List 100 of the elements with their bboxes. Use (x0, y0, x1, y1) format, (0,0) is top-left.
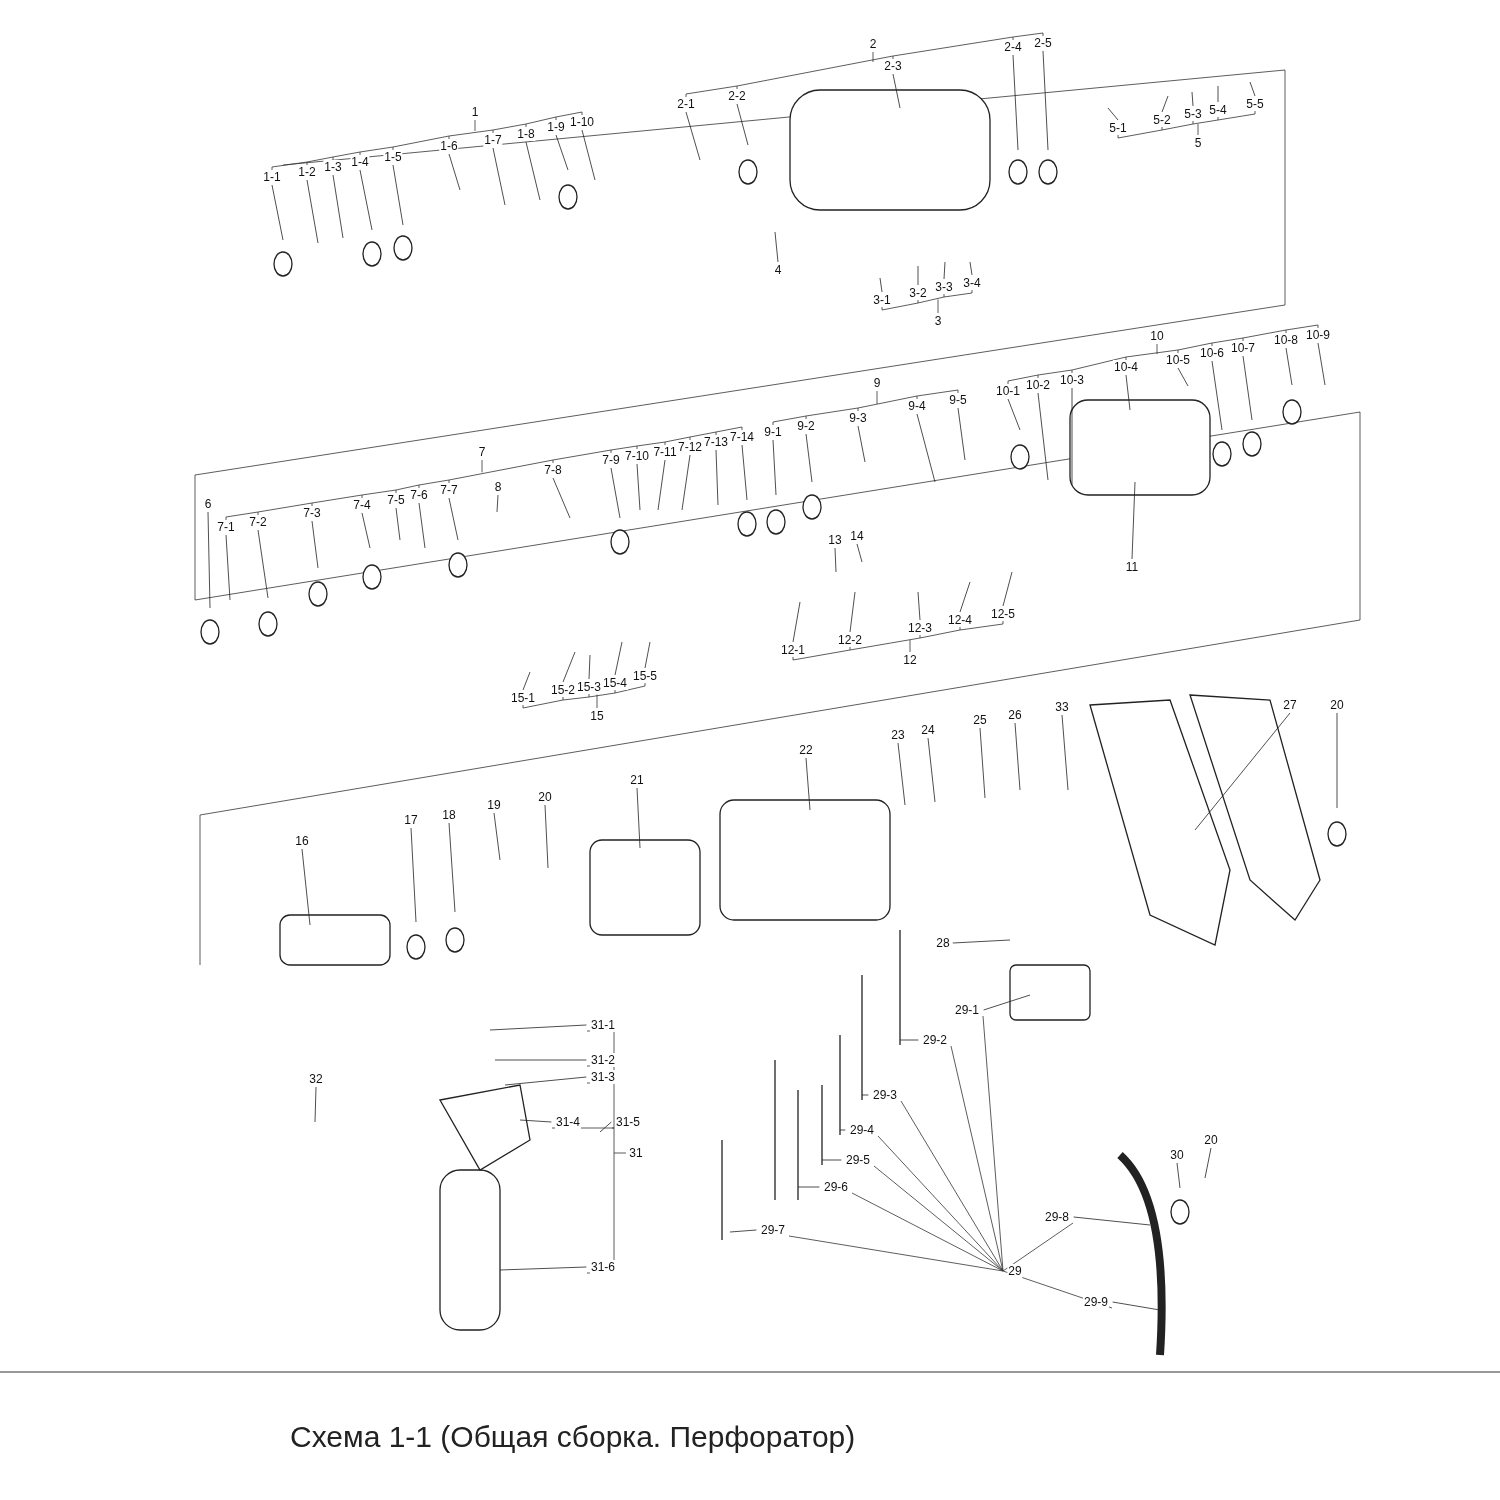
callout-number: 5-1 (1108, 121, 1128, 135)
leader-line (892, 73, 901, 109)
leader-line (306, 179, 319, 244)
leader-line (834, 547, 837, 573)
callout-number: 12-3 (907, 621, 933, 635)
callout-number: 10-2 (1025, 378, 1051, 392)
leader-line (861, 1094, 869, 1096)
callout-number: 7 (477, 445, 487, 459)
leader-line (927, 737, 936, 803)
callout-number: 29-4 (849, 1123, 875, 1137)
leader-line (849, 591, 856, 633)
leader-line (359, 169, 373, 231)
leader-line (494, 1059, 587, 1061)
callout-number: 29-9 (1083, 1295, 1109, 1309)
leader-line (952, 939, 1011, 944)
callout-number: 18 (441, 808, 457, 822)
callout-number: 26 (1007, 708, 1023, 722)
callout-number: 1-7 (483, 133, 503, 147)
leader-line (1249, 81, 1256, 97)
callout-number: 31-1 (590, 1018, 616, 1032)
leader-line (395, 507, 401, 541)
callout-number: 19 (486, 798, 502, 812)
callout-number: 3-1 (872, 293, 892, 307)
leader-line (504, 1076, 587, 1086)
leader-line (681, 454, 691, 511)
leader-line (741, 444, 748, 501)
leader-line (1336, 712, 1338, 809)
callout-number: 15 (589, 709, 605, 723)
callout-number: 1-5 (383, 150, 403, 164)
leader-line (207, 511, 211, 609)
leader-line (271, 184, 284, 241)
callout-number: 9-2 (796, 419, 816, 433)
callout-number: 31-6 (590, 1260, 616, 1274)
leader-line (588, 654, 591, 680)
leader-line (1317, 342, 1326, 386)
leader-line (1061, 714, 1069, 791)
leader-line (736, 103, 749, 146)
callout-number: 1-3 (323, 160, 343, 174)
callout-number: 10-6 (1199, 346, 1225, 360)
callout-number: 7-1 (216, 520, 236, 534)
callout-number: 31-2 (590, 1053, 616, 1067)
leader-line (301, 848, 311, 926)
callout-number: 1-6 (439, 139, 459, 153)
leader-line (1161, 95, 1169, 113)
callout-number: 9 (872, 376, 882, 390)
leader-line (685, 111, 701, 161)
callout-number: 12-5 (990, 607, 1016, 621)
leader-line (552, 477, 571, 519)
leader-line (1242, 355, 1253, 421)
callout-number: 1 (470, 105, 480, 119)
leader-line (805, 433, 813, 483)
callout-number: 7-3 (302, 506, 322, 520)
leader-line (225, 534, 231, 601)
leader-line (1037, 392, 1049, 481)
callout-number: 10-3 (1059, 373, 1085, 387)
callout-number: 9-5 (948, 393, 968, 407)
callout-number: 10-1 (995, 384, 1021, 398)
leader-line (448, 822, 456, 913)
leader-line (448, 153, 461, 191)
callout-number: 10-4 (1113, 360, 1139, 374)
leader-line (774, 231, 779, 263)
callout-number: 13 (827, 533, 843, 547)
callout-number: 5 (1193, 136, 1203, 150)
callout-number: 31-4 (555, 1115, 581, 1129)
leader-line (1125, 374, 1131, 411)
callout-number: 29-8 (1044, 1210, 1070, 1224)
leader-line (943, 261, 946, 280)
callout-number: 3-4 (962, 276, 982, 290)
leader-line (1285, 347, 1293, 386)
callout-number: 10-5 (1165, 353, 1191, 367)
leader-line (636, 787, 641, 849)
leader-line (1191, 91, 1194, 107)
leader-line (797, 1186, 820, 1188)
callout-number: 7-6 (409, 488, 429, 502)
leader-line (979, 727, 986, 799)
callout-number: 12-1 (780, 643, 806, 657)
leader-line (916, 413, 936, 483)
callout-number: 10 (1149, 329, 1165, 343)
callout-number: 10-7 (1230, 341, 1256, 355)
callout-number: 15-2 (550, 683, 576, 697)
callout-number: 15-4 (602, 676, 628, 690)
callout-number: 2 (868, 37, 878, 51)
leader-line (522, 671, 531, 691)
callout-number: 31-5 (615, 1115, 641, 1129)
leader-line (839, 1129, 846, 1131)
callout-number: 1-8 (516, 127, 536, 141)
leader-line (562, 651, 576, 683)
leader-line (715, 449, 719, 506)
callout-number: 7-5 (386, 493, 406, 507)
callout-number: 7-4 (352, 498, 372, 512)
leader-line (1204, 1147, 1212, 1179)
leader-line (332, 174, 344, 239)
leader-line (599, 1121, 612, 1133)
leader-line (410, 827, 417, 923)
callout-number: 7-11 (652, 445, 678, 459)
callout-number: 15-1 (510, 691, 536, 705)
leader-line (857, 425, 866, 463)
leader-line (957, 407, 966, 461)
callout-number: 14 (849, 529, 865, 543)
callout-number: 20 (537, 790, 553, 804)
